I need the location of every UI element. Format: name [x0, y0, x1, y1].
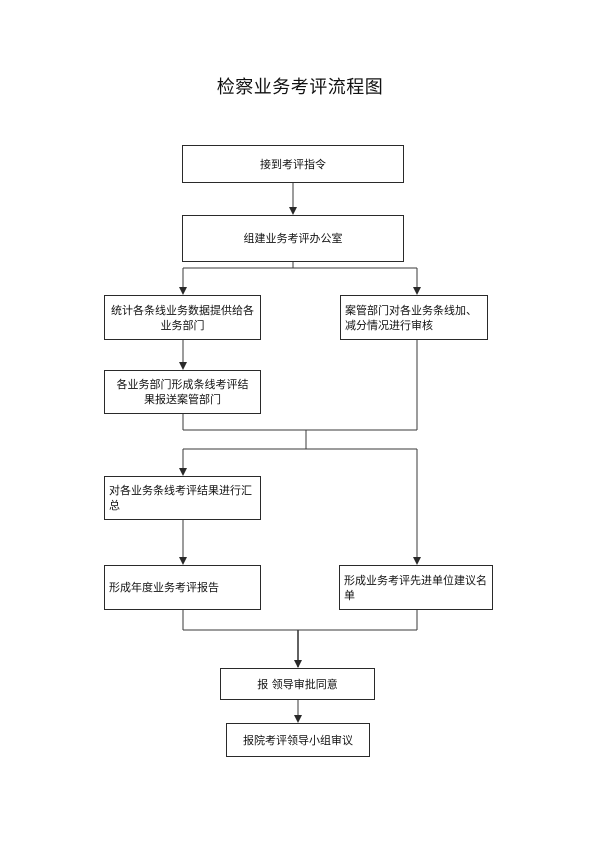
node-text: 组建业务考评办公室 — [243, 232, 343, 245]
node-text: 报院考评领导小组审议 — [243, 733, 353, 747]
node-text: 业务部门 — [160, 318, 205, 332]
node-text: 各业务部门形成条线考评结 — [116, 378, 249, 391]
node-summarize-results: 对各业务条线考评结果进行汇 总 — [104, 476, 261, 520]
node-advanced-unit-list: 形成业务考评先进单位建议名 单 — [339, 565, 493, 610]
node-text: 形成业务考评先进单位建议名 — [344, 573, 487, 587]
node-department-report: 各业务部门形成条线考评结 果报送案管部门 — [104, 370, 261, 414]
node-text: 果报送案管部门 — [144, 393, 221, 406]
node-case-management-review: 案管部门对各业务条线加、 减分情况进行审核 — [340, 295, 488, 340]
node-text: 接到考评指令 — [260, 157, 326, 171]
page-title: 检察业务考评流程图 — [216, 77, 384, 98]
node-committee-review: 报院考评领导小组审议 — [226, 723, 370, 757]
node-annual-report: 形成年度业务考评报告 — [104, 565, 261, 610]
node-text: 减分情况进行审核 — [345, 318, 433, 332]
node-receive-instruction: 接到考评指令 — [182, 145, 404, 183]
node-collect-statistics: 统计各条线业务数据提供给各 业务部门 — [104, 295, 261, 340]
node-leader-approval: 报 领导审批同意 — [220, 668, 375, 700]
node-text: 形成年度业务考评报告 — [109, 581, 219, 594]
node-text: 统计各条线业务数据提供给各 — [111, 303, 254, 317]
node-text: 总 — [109, 499, 120, 512]
node-text: 案管部门对各业务条线加、 — [345, 303, 477, 317]
node-text: 单 — [344, 588, 355, 602]
node-text: 报 领导审批同意 — [257, 677, 338, 691]
node-form-office: 组建业务考评办公室 — [182, 215, 404, 262]
node-text: 对各业务条线考评结果进行汇 — [109, 484, 252, 497]
